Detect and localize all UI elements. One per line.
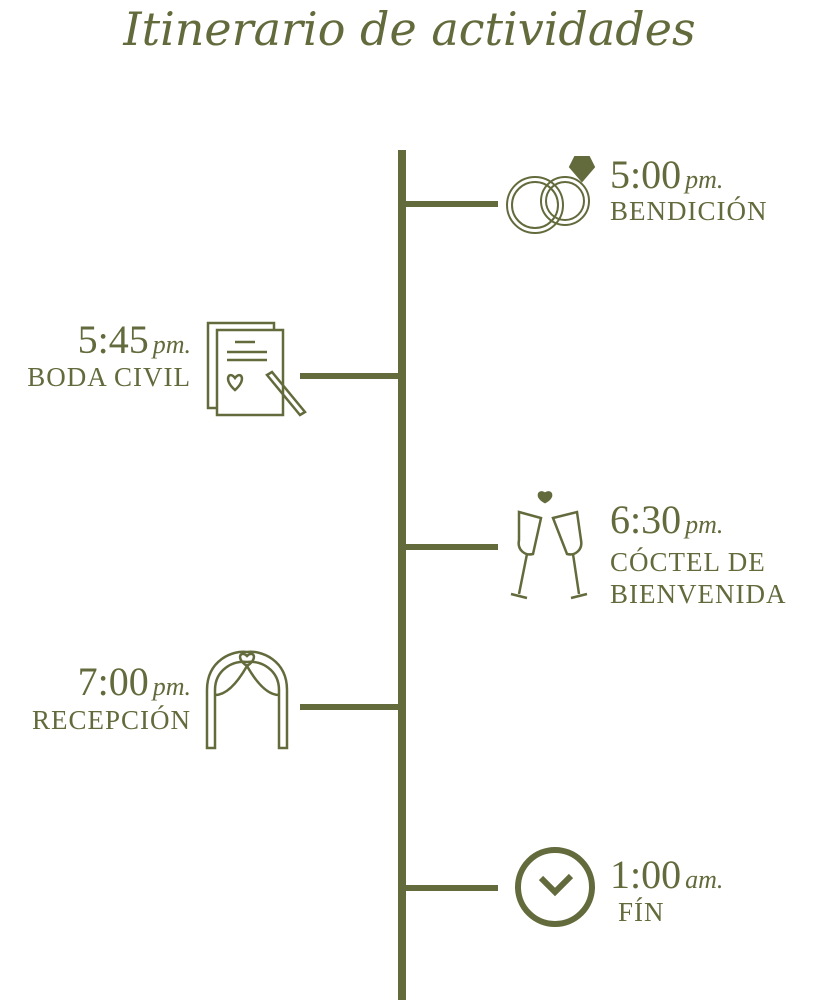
timeline-branch [406,885,498,891]
timeline-branch [300,704,398,710]
event-label: BENDICIÓN [610,196,768,226]
timeline-line [398,150,406,1000]
event-label-line2: BIENVENIDA [610,579,787,609]
wedding-arch-icon [205,650,289,750]
event-label: CÓCTEL DE [610,547,766,577]
wedding-rings-icon [506,156,596,234]
clock-icon [515,847,595,927]
timeline-branch [300,373,398,379]
timeline-branch [406,201,498,207]
event-label: RECEPCIÓN [31,705,191,735]
champagne-toast-icon [510,491,588,600]
timeline-branch [406,544,498,550]
marriage-certificate-icon [206,321,307,417]
event-label: FÍN [618,897,665,927]
page-title: Itinerario de actividades [123,2,696,56]
event-label: BODA CIVIL [27,362,191,392]
